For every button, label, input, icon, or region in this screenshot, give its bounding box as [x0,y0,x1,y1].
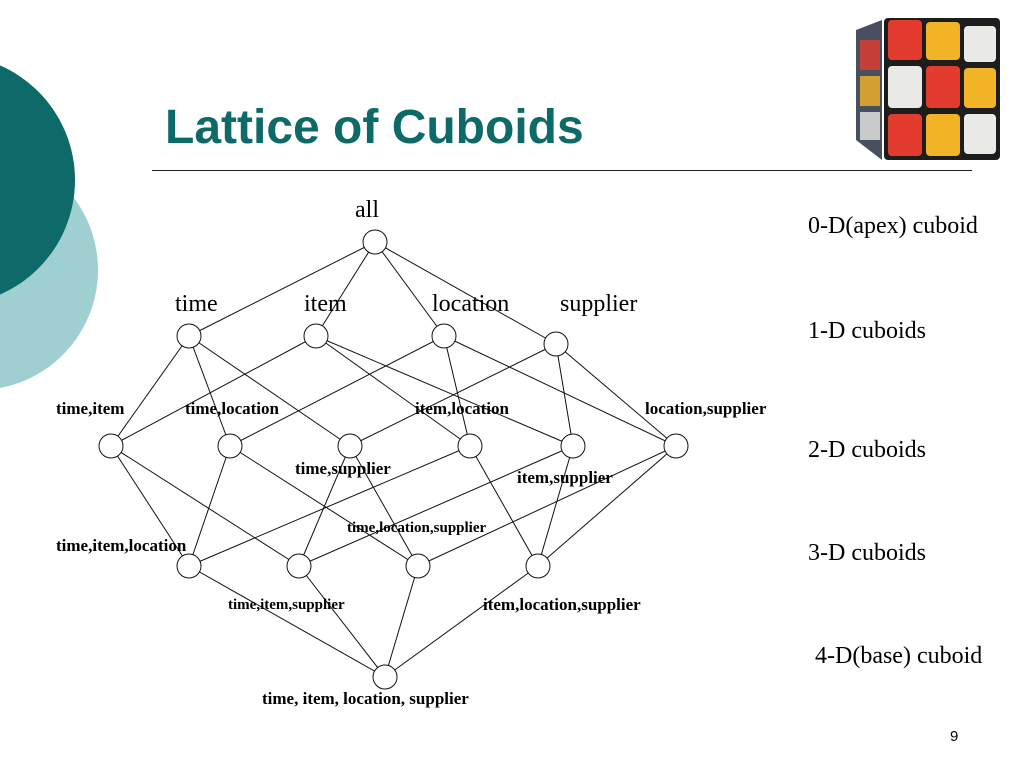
edge-time-item-supplier-to-time-item-location-supplier [298,565,386,678]
node-label-time-item-location: time,item,location [56,536,187,555]
node-time-location-supplier [405,553,431,579]
level-label-base: 4-D(base) cuboid [815,643,983,669]
edge-item-to-item-location [315,335,471,447]
lattice-edges [110,241,677,678]
edge-location-to-item-location [443,335,471,447]
node-item [303,323,329,349]
node-label-item: item [304,291,347,317]
node-all [362,229,388,255]
edge-all-to-location [374,241,445,337]
level-label-apex: 0-D(apex) cuboid [808,213,978,239]
edge-location-supplier-to-item-location-supplier [537,445,677,567]
edge-location-to-time-location [229,335,445,447]
node-label-location-supplier: location,supplier [645,399,767,418]
node-label-time-item-supplier: time,item,supplier [228,597,345,613]
edge-time-supplier-to-time-location-supplier [349,445,419,567]
edge-item-to-time-item [110,335,317,447]
edge-time-to-time-item [110,335,190,447]
node-label-time-item: time,item [56,399,125,418]
lattice-nodes [98,229,689,690]
node-time-location [217,433,243,459]
node-time-item-location [176,553,202,579]
edge-all-to-supplier [374,241,557,345]
dark-teal-circle [0,65,75,295]
edge-supplier-to-item-supplier [555,343,574,447]
node-label-item-location-supplier: item,location,supplier [483,595,641,614]
level-label-2d: 2-D cuboids [808,437,926,463]
node-item-supplier [560,433,586,459]
edge-all-to-time [188,241,376,337]
edge-all-to-item [315,241,376,337]
node-time-item [98,433,124,459]
node-label-time-location-supplier: time,location,supplier [347,520,487,536]
node-time-supplier [337,433,363,459]
edge-item-to-item-supplier [315,335,574,447]
page-title: Lattice of Cuboids [165,101,584,154]
node-location [431,323,457,349]
edge-item-supplier-to-time-item-supplier [298,445,574,567]
node-supplier [543,331,569,357]
edge-item-supplier-to-item-location-supplier [537,445,574,567]
decorative-circles [0,65,98,388]
edge-time-to-time-location [188,335,231,447]
node-label-item-location: item,location [415,399,509,418]
edge-item-location-supplier-to-time-item-location-supplier [384,565,539,678]
edge-location-supplier-to-time-location-supplier [417,445,677,567]
edge-time-to-time-supplier [188,335,351,447]
node-label-item-supplier: item,supplier [517,468,613,487]
edge-item-location-to-time-item-location [188,445,471,567]
node-location-supplier [663,433,689,459]
level-label-3d: 3-D cuboids [808,540,926,566]
edge-time-item-to-time-item-location [110,445,190,567]
node-label-time-supplier: time,supplier [295,459,391,478]
edge-time-location-supplier-to-time-item-location-supplier [384,565,419,678]
node-label-supplier: supplier [560,291,638,317]
node-label-time-location: time,location [185,399,279,418]
node-label-location: location [432,291,510,317]
title-divider [152,170,972,171]
page-number: 9 [950,728,959,745]
node-label-base: time, item, location, supplier [262,689,469,708]
node-item-location-supplier [525,553,551,579]
edge-time-supplier-to-time-item-supplier [298,445,351,567]
node-item-location [457,433,483,459]
node-time-item-supplier [286,553,312,579]
node-time [176,323,202,349]
edge-item-location-to-item-location-supplier [469,445,539,567]
edge-time-location-to-time-item-location [188,445,231,567]
node-label-time: time [175,291,218,317]
rubiks-cube-icon [856,18,1000,160]
node-time-item-location-supplier [372,664,398,690]
edge-location-to-location-supplier [443,335,677,447]
node-label-all: all [355,197,379,223]
edge-supplier-to-time-supplier [349,343,557,447]
edge-time-item-location-to-time-item-location-supplier [188,565,386,678]
level-label-1d: 1-D cuboids [808,318,926,344]
edge-time-item-to-time-item-supplier [110,445,300,567]
edge-supplier-to-location-supplier [555,343,677,447]
